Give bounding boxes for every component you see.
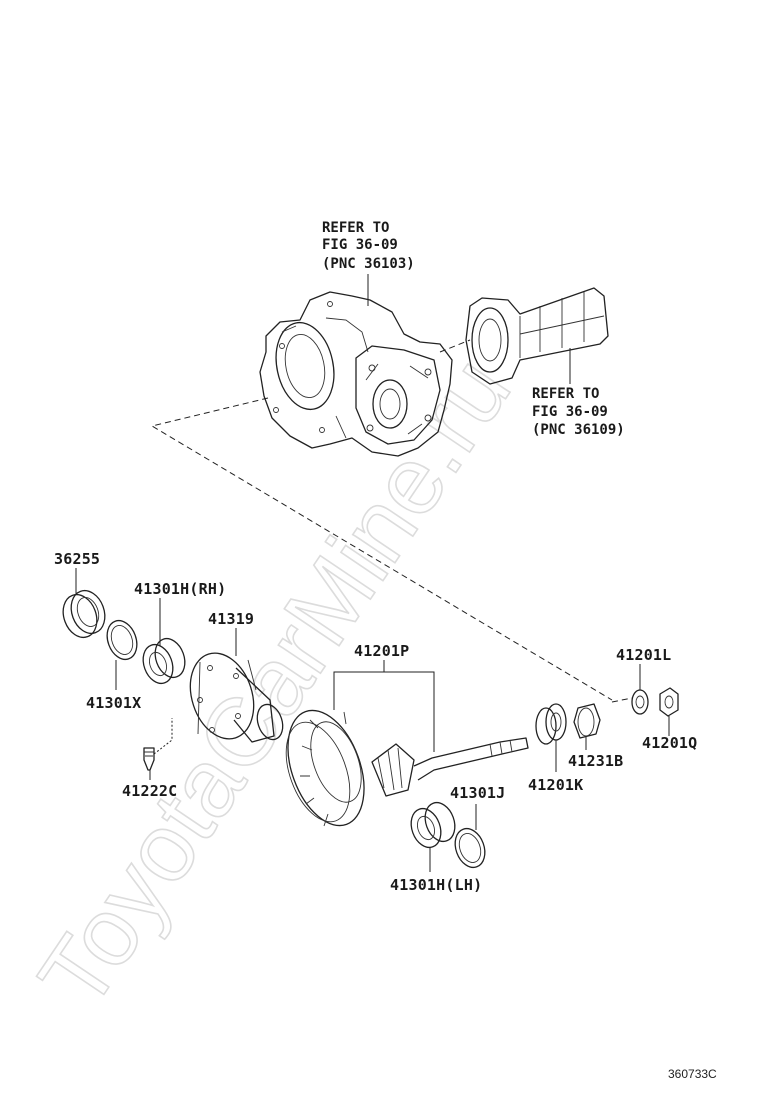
svg-text:(PNC 36109): (PNC 36109) [532, 422, 625, 438]
figure-code: 360733C [668, 1067, 717, 1081]
part-41201L [631, 664, 649, 715]
label-41201L: 41201L [616, 646, 671, 664]
part-41301X [106, 619, 138, 690]
label-41301X: 41301X [86, 694, 141, 712]
part-36255 [62, 568, 106, 639]
part-41301J [454, 804, 486, 869]
part-41231B [573, 703, 601, 750]
label-41222C: 41222C [122, 782, 177, 800]
label-41301H-RH: 41301H(RH) [134, 580, 226, 598]
part-41222C [143, 718, 173, 780]
label-41231B: 41231B [568, 752, 623, 770]
label-41301H-LH: 41301H(LH) [390, 876, 482, 894]
svg-text:FIG 36-09: FIG 36-09 [532, 404, 608, 420]
part-41201K [535, 703, 567, 772]
part-41301H-LH [410, 801, 456, 872]
part-labels: 36255 41301H(RH) 41319 41201P 41201L 413… [54, 550, 697, 894]
part-41301H-RH [142, 598, 186, 685]
part-41201P [285, 660, 529, 827]
label-41301J: 41301J [450, 784, 505, 802]
label-41319: 41319 [208, 610, 254, 628]
svg-text:ToyotaCarMine.ru: ToyotaCarMine.ru [19, 339, 531, 1027]
label-41201K: 41201K [528, 776, 583, 794]
watermark: ToyotaCarMine.ru [18, 338, 532, 1028]
svg-text:REFER TO: REFER TO [532, 386, 599, 402]
svg-text:(PNC 36103): (PNC 36103) [322, 256, 415, 272]
differential-carrier-housing [259, 291, 453, 457]
label-41201P: 41201P [354, 642, 409, 660]
svg-text:REFER TO: REFER TO [322, 220, 389, 236]
part-41201Q [659, 687, 679, 736]
label-36255: 36255 [54, 550, 100, 568]
refer-callout-carrier: REFER TO FIG 36-09 (PNC 36103) [322, 220, 415, 306]
label-41201Q: 41201Q [642, 734, 697, 752]
extension-tube-housing [465, 287, 609, 385]
svg-text:FIG 36-09: FIG 36-09 [322, 237, 398, 253]
refer-callout-extension: REFER TO FIG 36-09 (PNC 36109) [532, 348, 625, 438]
part-41319 [189, 628, 284, 743]
